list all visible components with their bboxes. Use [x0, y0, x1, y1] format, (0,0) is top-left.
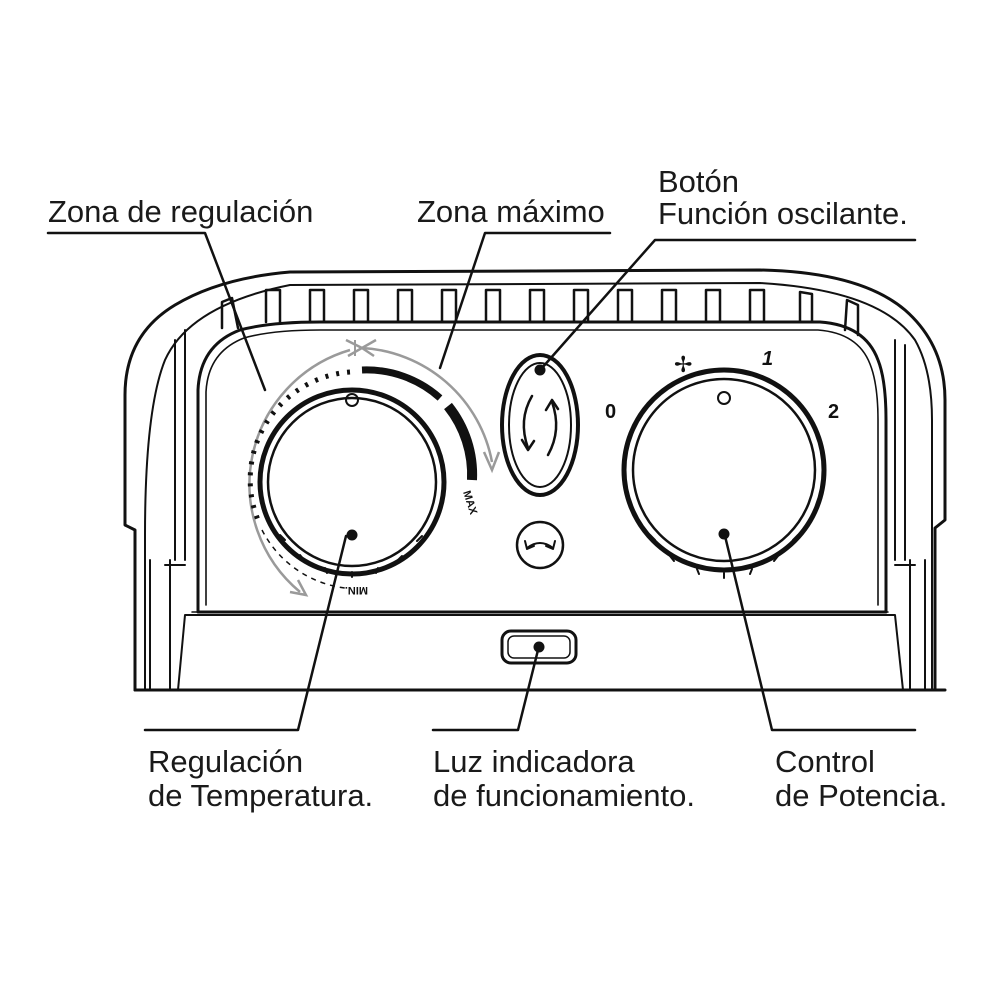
- regulation-zone-dots: [247, 369, 351, 521]
- heater-housing: [123, 268, 947, 692]
- power-mark-0: 0: [605, 401, 616, 423]
- power-mark-1: 1: [762, 348, 773, 370]
- gray-range-arrowhead-top-right: [359, 338, 377, 358]
- power-mark-2: 2: [828, 401, 839, 423]
- power-knob-outer[interactable]: [621, 367, 827, 573]
- max-mark: MAX: [460, 489, 479, 517]
- label-zona-maximo: Zona máximo: [417, 194, 605, 229]
- label-regulacion-line1: Regulación: [148, 744, 303, 779]
- temperature-knob-indicator: [345, 393, 359, 407]
- label-boton-line2: Función oscilante.: [658, 196, 908, 231]
- label-regulacion-line2: de Temperatura.: [148, 778, 373, 813]
- temperature-dial[interactable]: MAX MIN.: [247, 338, 501, 597]
- label-control-line1: Control: [775, 744, 875, 779]
- gray-regulation-arrow: [248, 348, 351, 593]
- label-control-line2: de Potencia.: [775, 778, 947, 813]
- oscillation-button[interactable]: [500, 353, 580, 497]
- power-dial[interactable]: 0 ✢ 1 2: [605, 348, 839, 579]
- rotate-arrows-icon: [520, 394, 560, 457]
- label-boton-line1: Botón: [658, 164, 739, 199]
- gray-range-arrowhead-right: [482, 451, 501, 474]
- gray-range-arrow-top: [361, 346, 494, 463]
- temperature-knob-outer[interactable]: [257, 387, 447, 577]
- leader-lines: [46, 231, 917, 732]
- label-luz-line2: de funcionamiento.: [433, 778, 695, 813]
- min-mark: MIN.: [345, 584, 368, 596]
- top-vent-ribs: [220, 288, 860, 337]
- label-luz-line1: Luz indicadora: [433, 744, 635, 779]
- swing-arrows-icon: [515, 520, 565, 570]
- fan-icon: ✢: [674, 352, 692, 377]
- max-zone-bar: [361, 366, 443, 401]
- label-zona-regulacion: Zona de regulación: [48, 194, 313, 229]
- power-knob-indicator: [717, 391, 731, 405]
- power-indicator-light: [500, 629, 578, 665]
